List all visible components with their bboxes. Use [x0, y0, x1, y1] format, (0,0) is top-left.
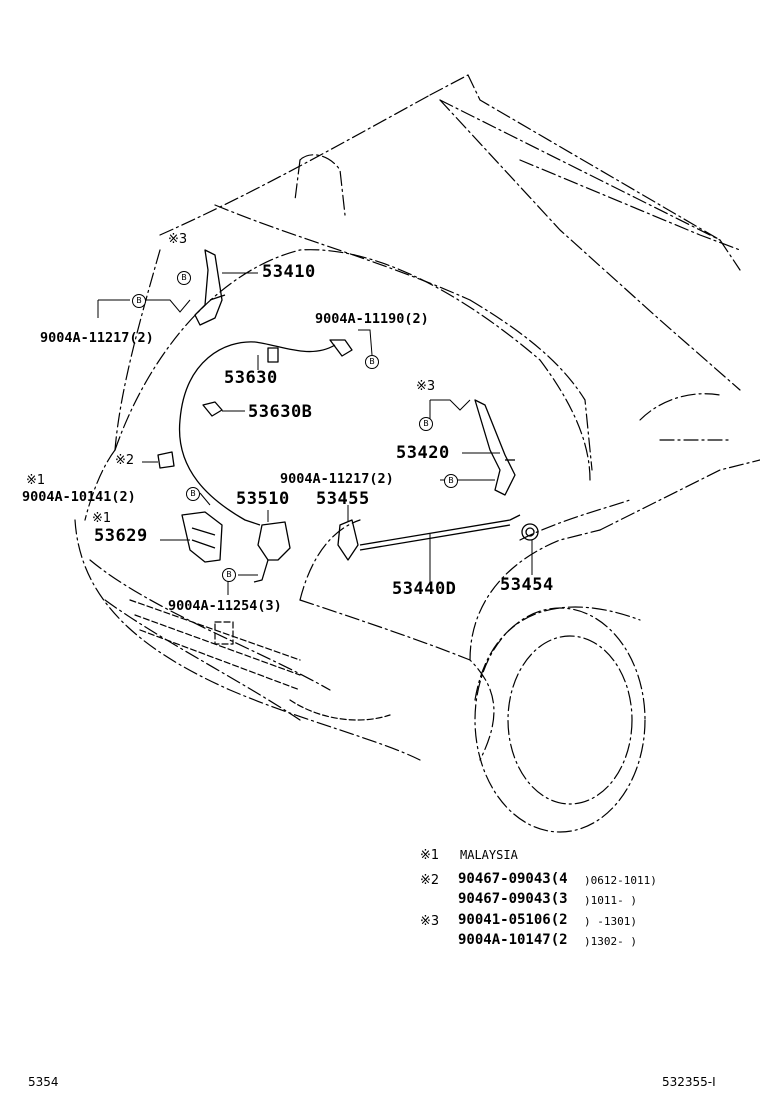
note-pn-3b: 9004A-10147(2 [458, 932, 568, 948]
note-value-1: MALAYSIA [460, 848, 518, 862]
engine-bay-outline [84, 249, 591, 521]
note-key-1: ※1 [420, 848, 440, 863]
note-pn-2b: 90467-09043(3 [458, 891, 568, 907]
grommet-53454 [521, 523, 539, 541]
holder-53455 [337, 519, 359, 561]
callout-9004A-10141: 9004A-10141(2) [22, 489, 136, 505]
callout-53630B: 53630B [248, 402, 313, 422]
callout-9004A-11254: 9004A-11254(3) [168, 598, 282, 614]
callout-9004A-11217-left: 9004A-11217(2) [40, 330, 154, 346]
bolt-b-symbol: B [419, 417, 433, 431]
hinge-53410 [194, 249, 223, 326]
callout-53440D: 53440D [392, 579, 457, 599]
callout-53630: 53630 [224, 368, 278, 388]
mark-3-top: ※3 [168, 232, 188, 247]
callout-53410: 53410 [262, 262, 316, 282]
mark-1-a: ※1 [26, 473, 46, 488]
callout-53629: 53629 [94, 526, 148, 546]
rod-53440D [359, 514, 521, 546]
grille [129, 599, 391, 721]
note-key-3: ※3 [420, 914, 440, 929]
body-outline [74, 393, 760, 761]
callout-53420: 53420 [396, 443, 450, 463]
clip-mark2 [157, 451, 175, 469]
callout-53454: 53454 [500, 575, 554, 595]
clip-53630B [202, 401, 223, 417]
mark-2: ※2 [115, 453, 135, 468]
callout-53455: 53455 [316, 489, 370, 509]
note-pn-3a: 90041-05106(2 [458, 912, 568, 928]
mark-3-right: ※3 [416, 379, 436, 394]
bolt-b-symbol: B [177, 271, 191, 285]
callout-53510: 53510 [236, 489, 290, 509]
footer-page-code: 5354 [28, 1075, 59, 1089]
windshield-outline [294, 99, 741, 251]
cable-53630 [178, 341, 261, 526]
bolt-b-symbol: B [132, 294, 146, 308]
bolt-b-symbol: B [186, 487, 200, 501]
bolt-b-symbol: B [444, 474, 458, 488]
front-wheel [474, 606, 646, 833]
note-pn-2a: 90467-09043(4 [458, 871, 568, 887]
note-range-2a: )0612-1011) [584, 874, 657, 887]
callout-9004A-11190: 9004A-11190(2) [315, 311, 429, 327]
bolt-b-symbol: B [222, 568, 236, 582]
hinge-53420 [474, 399, 516, 496]
note-range-3a: ) -1301) [584, 915, 637, 928]
bolt-b-symbol: B [365, 355, 379, 369]
lock-53510 [257, 521, 291, 561]
callout-9004A-11217-right: 9004A-11217(2) [280, 471, 394, 487]
footer-illustration-id: 532355-I [662, 1075, 716, 1089]
protector-53629 [181, 511, 223, 563]
note-key-2: ※2 [420, 873, 440, 888]
mark-1-b: ※1 [92, 511, 112, 526]
note-range-3b: )1302- ) [584, 935, 637, 948]
note-range-2b: )1011- ) [584, 894, 637, 907]
hood-outline [159, 74, 741, 471]
